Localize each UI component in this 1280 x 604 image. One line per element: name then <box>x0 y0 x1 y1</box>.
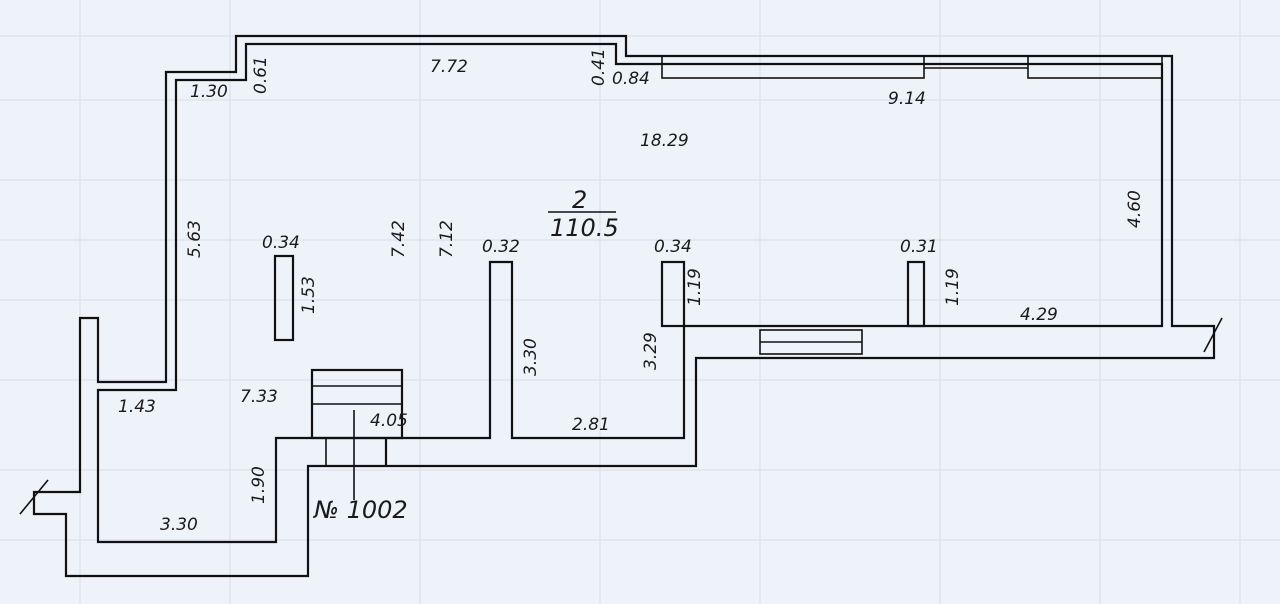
dim-between-partitions: 2.81 <box>572 415 610 435</box>
column-2 <box>906 260 926 328</box>
dim-mid-height-b: 7.12 <box>437 220 457 258</box>
dim-partition1-width: 0.32 <box>482 237 520 257</box>
dim-entry-left: 1.43 <box>118 397 156 417</box>
dim-right-jog-top: 0.41 <box>589 48 609 86</box>
outer-wall <box>32 34 1216 578</box>
partition-2-top <box>660 260 686 328</box>
plan-number: № 1002 <box>312 496 408 524</box>
dim-right-jog-side: 0.84 <box>612 69 650 89</box>
room-area: 110.5 <box>550 214 619 242</box>
window-left <box>661 55 925 79</box>
dim-column1-height: 1.53 <box>299 276 319 314</box>
dim-inner-length: 18.29 <box>640 131 689 151</box>
dim-lower-left-height: 1.90 <box>249 466 269 504</box>
dim-right-wall: 4.60 <box>1125 190 1145 228</box>
dim-right-top-wall: 9.14 <box>888 89 926 109</box>
inner-wall <box>96 42 1164 544</box>
dim-lower-left-width: 3.30 <box>160 515 198 535</box>
dim-left-wall-upper: 5.63 <box>185 220 205 258</box>
dim-partition2-height: 3.29 <box>641 332 661 370</box>
dim-column2-width: 0.31 <box>900 237 938 257</box>
dim-left-jog-top: 0.61 <box>251 56 271 94</box>
dim-bottom-right-wall: 4.29 <box>1020 305 1058 325</box>
dim-partition1-height: 3.30 <box>521 338 541 376</box>
dim-partition2-offset: 1.19 <box>685 268 705 306</box>
dim-column2-height: 1.19 <box>943 268 963 306</box>
dim-column1-width: 0.34 <box>262 233 300 253</box>
break-mark-left <box>19 479 49 515</box>
column-1 <box>273 254 295 342</box>
entry-threshold <box>325 437 387 467</box>
dim-partition2-width: 0.34 <box>654 237 692 257</box>
dim-top-wall: 7.72 <box>430 57 468 77</box>
dim-stair-wall: 4.05 <box>370 411 408 431</box>
dim-mid-height-a: 7.42 <box>389 220 409 258</box>
break-mark-right <box>1203 317 1223 353</box>
dim-left-jog-side: 1.30 <box>190 82 228 102</box>
window-right <box>1027 55 1163 79</box>
room-number: 2 <box>572 186 587 214</box>
dim-entry-depth: 7.33 <box>240 387 278 407</box>
